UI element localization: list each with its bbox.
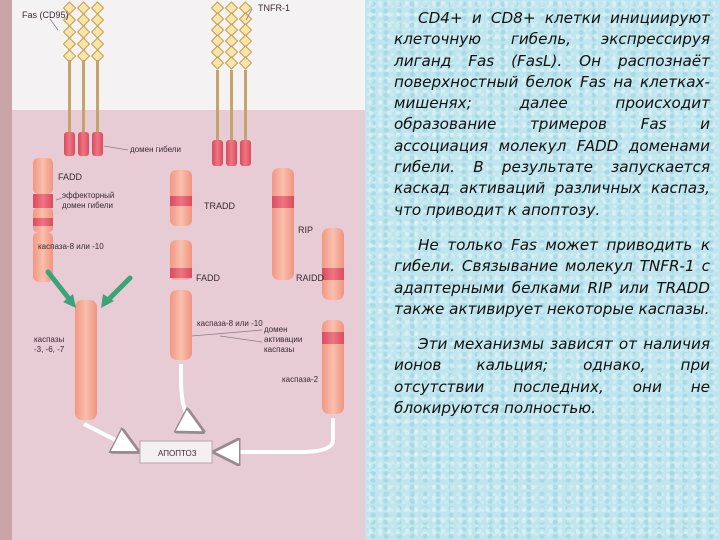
label-effector-domain-2: домен гибели xyxy=(62,201,113,210)
effector-caspases-column xyxy=(75,300,97,420)
label-death-domain: домен гибели xyxy=(130,145,181,154)
leader-lines xyxy=(49,8,263,343)
caspase-2-protein xyxy=(322,320,344,414)
label-effector-domain-1: эффекторный xyxy=(62,191,114,200)
outer-strip xyxy=(0,0,12,540)
raidd-protein xyxy=(322,228,344,300)
label-activation-1: домен xyxy=(264,325,287,334)
tnfr-stalk xyxy=(230,70,233,140)
apoptosis-pathway-figure: Fas (CD95) TNFR-1 домен гибели FADD эффе… xyxy=(0,0,365,540)
receptor-diamond xyxy=(224,56,239,70)
green-arrows xyxy=(45,269,133,308)
tnfr-diamond-chain xyxy=(210,1,253,70)
fadd-protein-middle xyxy=(170,240,192,280)
caspase-8-10-middle xyxy=(170,290,192,360)
text-panel: CD4+ и CD8+ клетки инициируют клеточную … xyxy=(394,8,710,433)
label-caspase-8-10-left: каспаза-8 или -10 xyxy=(38,242,104,251)
label-apoptosis: АПОПТОЗ xyxy=(158,449,197,458)
label-activation-3: каспазы xyxy=(264,345,294,354)
rip-protein xyxy=(272,168,294,280)
label-fadd-middle: FADD xyxy=(196,273,221,283)
paragraph-fas-pathway: CD4+ и CD8+ клетки инициируют клеточную … xyxy=(394,9,710,219)
arrows-to-apoptosis xyxy=(83,364,335,452)
fadd-protein-left xyxy=(33,158,53,232)
label-caspases-2: -3, -6, -7 xyxy=(34,345,65,354)
tnfr-stalk xyxy=(244,70,247,140)
tnfr-death-domain xyxy=(240,140,251,166)
fas-diamond-chain xyxy=(62,1,105,63)
label-tnfr1: TNFR-1 xyxy=(258,3,290,13)
tnfr1-receptor-trimer xyxy=(210,1,253,166)
paragraph-tnfr-pathway: Не только Fas может приводить к гибели. … xyxy=(394,235,710,318)
tnfr-death-domain xyxy=(212,140,223,166)
fas-death-domain xyxy=(78,132,89,156)
fas-death-domain xyxy=(64,132,75,156)
fas-stalk xyxy=(82,60,85,132)
apoptosis-box xyxy=(139,440,213,464)
fas-receptor-trimer xyxy=(62,1,105,156)
fas-stalk xyxy=(68,60,71,132)
label-fadd-left: FADD xyxy=(58,172,83,182)
label-fas: Fas (CD95) xyxy=(22,10,69,20)
label-caspases-1: каспазы xyxy=(34,335,64,344)
tradd-protein xyxy=(170,170,192,226)
paragraph-calcium: Эти механизмы зависят от наличия ионов к… xyxy=(394,335,710,418)
label-rip: RIP xyxy=(298,225,313,235)
label-tradd: TRADD xyxy=(204,201,235,211)
receptor-diamond xyxy=(210,56,225,70)
fas-death-domain xyxy=(92,132,103,156)
fas-stalk xyxy=(96,60,99,132)
tnfr-stalk xyxy=(216,70,219,140)
label-activation-2: активации xyxy=(264,335,302,344)
label-raidd: RAIDD xyxy=(296,273,325,283)
receptor-diamond xyxy=(238,56,253,70)
label-caspase-8-10-middle: каспаза-8 или -10 xyxy=(197,319,263,328)
label-caspase-2: каспаза-2 xyxy=(282,375,319,384)
tnfr-death-domain xyxy=(226,140,237,166)
